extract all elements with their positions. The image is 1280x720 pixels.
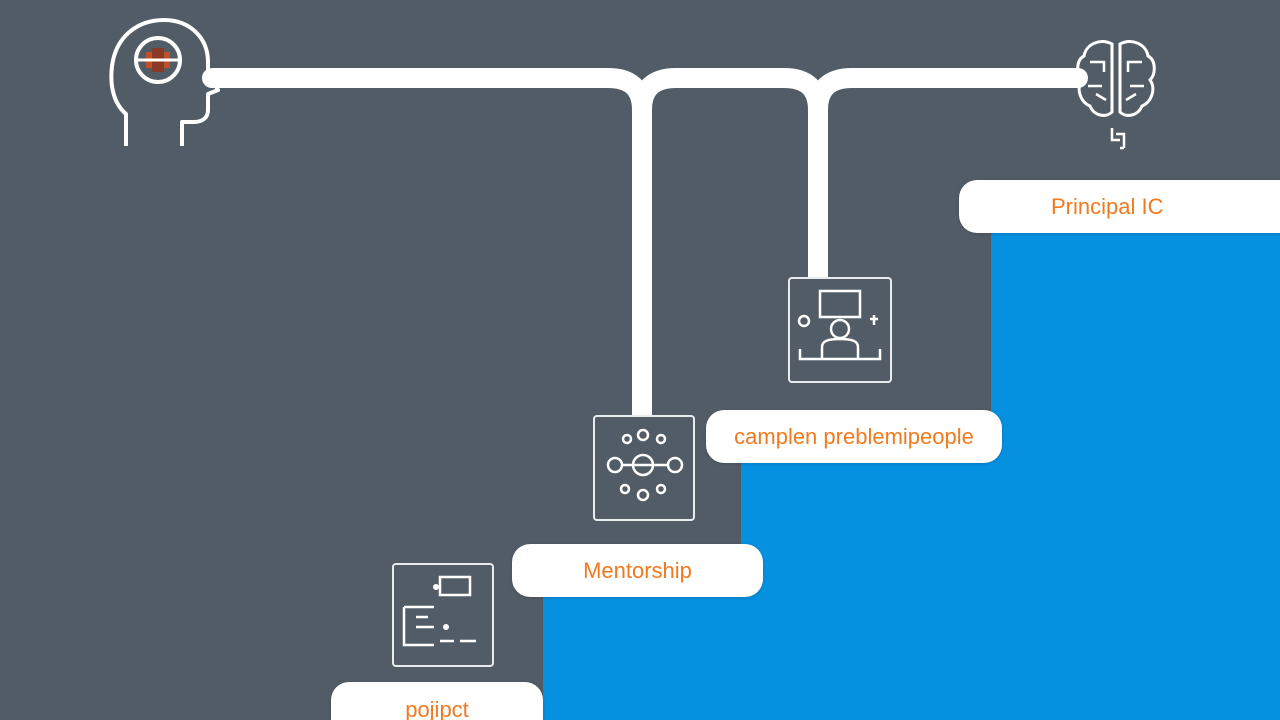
presenter-icon xyxy=(788,277,892,383)
step-block-3 xyxy=(991,230,1280,465)
step-block-2 xyxy=(741,460,1280,600)
flowchart-icon xyxy=(392,563,494,667)
brain-icon xyxy=(1076,36,1156,154)
main-connector-line xyxy=(202,68,652,425)
step-label-project: pojipct xyxy=(331,682,543,720)
step-block-1 xyxy=(543,595,1280,720)
network-icon xyxy=(593,415,695,521)
step-label-mentorship: Mentorship xyxy=(512,544,763,597)
step-label-principal-ic: Principal IC xyxy=(959,180,1280,233)
branch-connector-left xyxy=(632,68,828,288)
step-label-complex-problems: camplen preblemipeople xyxy=(706,410,1002,463)
branch-connector-right xyxy=(808,68,1088,120)
head-gear-icon xyxy=(108,14,220,150)
